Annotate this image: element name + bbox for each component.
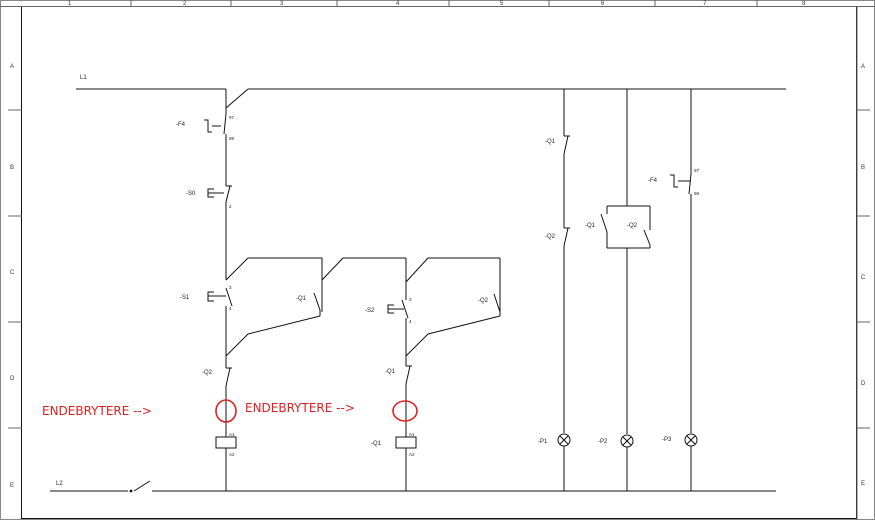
lamp-branch-p2: -Q1 -Q2 -P2 [585,89,651,491]
rail-l2-label: L2 [56,481,63,487]
column-label-7: 7 [703,1,707,7]
q1-interlock-contact: -Q1 [385,336,412,402]
q1-parallel-label: -Q1 [585,223,596,229]
f4-left-label: -F4 [176,122,186,128]
s2-terminal-3: 3 [409,297,412,302]
q1-coil-label: -Q1 [371,441,382,447]
limit-switch-annotation-right: ENDEBRYTERE --> [245,401,355,415]
row-label-b-right: B [861,165,865,171]
lamp-p1-label: -P1 [538,439,548,445]
column-label-1: 1 [68,1,72,7]
s2-start-circuit: -S2 3 4 -Q2 [365,257,501,357]
column-label-2: 2 [183,1,187,7]
q2-coil-a1: A1 [229,432,235,437]
column-label-5: 5 [500,1,504,7]
lamp-branch-p3: -F4 97 98 -P3 [648,89,700,491]
lamp-p2-label: -P2 [598,439,608,445]
f4-left-terminal-98: 98 [229,136,235,141]
q1-coil-a2: A2 [409,452,415,457]
q1-interlock-label: -Q1 [385,369,396,375]
q2-contactor-coil: A1 A2 [215,432,237,491]
rail-l2: L2 [50,480,776,493]
s2-label: -S2 [365,308,375,314]
column-label-3: 3 [280,1,284,7]
row-label-b-left: B [10,165,14,171]
q2-interlock-label: -Q2 [202,370,213,376]
f4-right-terminal-97: 97 [694,168,700,173]
limit-switch-marker-left [215,399,237,437]
q1-contactor-coil: -Q1 A1 A2 [371,432,417,491]
q2-lamp-contact-label: -Q2 [545,234,556,240]
limit-switch-marker-right [392,400,418,437]
lamp-branch-p1: -Q1 -Q2 -P1 [538,89,571,491]
row-label-a-left: A [10,64,14,70]
f4-right-terminal-98: 98 [694,191,700,196]
lamp-p3-label: -P3 [662,437,672,443]
s1-terminal-3: 3 [229,285,232,290]
s0-terminal-2: 2 [229,204,232,209]
s1-start-circuit: -S1 3 4 -Q1 [180,257,323,357]
row-label-d-right: D [861,381,866,387]
s0-stop-button: -S0 2 [186,176,232,262]
s2-terminal-4: 4 [409,319,412,324]
q1-lamp-contact-label: -Q1 [545,139,556,145]
cross-link [321,257,407,282]
row-label-c-left: C [10,270,15,276]
s1-terminal-4: 4 [229,306,232,311]
row-label-d-left: D [10,376,15,382]
s1-label: -S1 [180,295,190,301]
s0-label: -S0 [186,191,196,197]
limit-switch-annotation-left: ENDEBRYTERE --> [42,404,152,418]
row-label-e-right: E [861,481,865,487]
rail-l1: L1 [76,75,786,109]
f4-right-label: -F4 [648,178,658,184]
row-label-c-right: C [861,275,866,281]
column-label-8: 8 [802,1,806,7]
row-label-a-right: A [861,64,865,70]
q2-seal-in-label: -Q2 [478,298,489,304]
q1-seal-in-label: -Q1 [296,296,307,302]
f4-left-terminal-97: 97 [229,115,235,120]
row-label-e-left: E [10,483,14,489]
rail-l1-label: L1 [80,75,87,81]
column-label-6: 6 [601,1,605,7]
column-label-4: 4 [396,1,400,7]
f4-thermal-contact-left: -F4 97 98 [176,108,235,176]
q2-parallel-label: -Q2 [627,223,638,229]
q2-coil-a2: A2 [229,452,235,457]
q1-coil-a1: A1 [409,432,415,437]
